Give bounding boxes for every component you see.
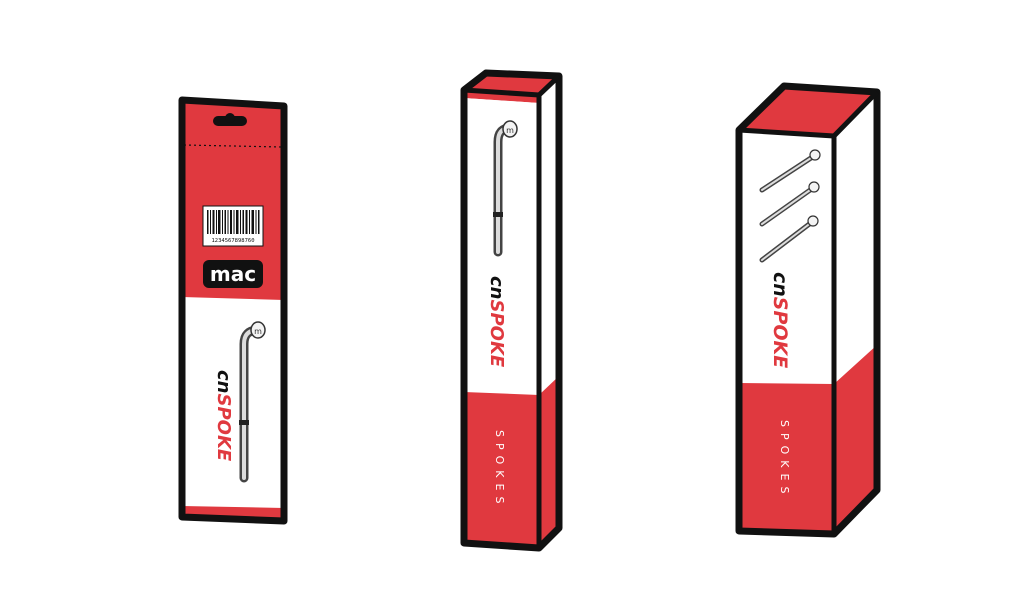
svg-text:cnSPOKE: cnSPOKE bbox=[213, 370, 234, 462]
spokes-label-text: SPOKES bbox=[493, 430, 506, 509]
perforation-line bbox=[183, 144, 283, 148]
brand-name: SPOKE bbox=[769, 297, 791, 368]
svg-text:m: m bbox=[254, 327, 262, 336]
wide-spoke-box: cnSPOKE SPOKES bbox=[735, 82, 881, 538]
hanger-package: 1234567898760 mac m cnSPOKE bbox=[178, 96, 288, 525]
spokes-label: SPOKES bbox=[778, 420, 791, 499]
mac-logo: mac bbox=[203, 260, 263, 288]
spoke-illustration bbox=[759, 149, 821, 193]
spoke-illustration: m bbox=[239, 321, 266, 483]
spoke-illustration: m bbox=[493, 120, 518, 257]
hang-hole bbox=[213, 113, 247, 126]
brand-prefix: cn bbox=[769, 272, 791, 297]
spoke-illustration-set bbox=[759, 149, 821, 263]
cnspoke-brand-logo: cnSPOKE bbox=[213, 370, 234, 462]
brand-name: SPOKE bbox=[213, 393, 234, 461]
spoke-illustration bbox=[759, 181, 820, 227]
svg-text:m: m bbox=[506, 126, 514, 135]
brand-prefix: cn bbox=[486, 276, 507, 299]
svg-text:cnSPOKE: cnSPOKE bbox=[769, 272, 791, 368]
barcode-bars bbox=[207, 210, 260, 234]
spokes-label: SPOKES bbox=[493, 430, 506, 509]
spoke-illustration bbox=[759, 215, 819, 263]
barcode: 1234567898760 bbox=[202, 205, 264, 247]
spokes-label-text: SPOKES bbox=[778, 420, 791, 499]
barcode-number: 1234567898760 bbox=[211, 238, 254, 244]
tall-spoke-box: m cnSPOKE SPOKES bbox=[460, 69, 563, 552]
brand-prefix: cn bbox=[213, 370, 234, 393]
cnspoke-brand-logo: cnSPOKE bbox=[769, 272, 791, 368]
mac-logo-text: mac bbox=[210, 262, 256, 286]
brand-name: SPOKE bbox=[486, 299, 507, 367]
cnspoke-brand-logo: cnSPOKE bbox=[486, 276, 507, 368]
svg-text:cnSPOKE: cnSPOKE bbox=[486, 276, 507, 368]
